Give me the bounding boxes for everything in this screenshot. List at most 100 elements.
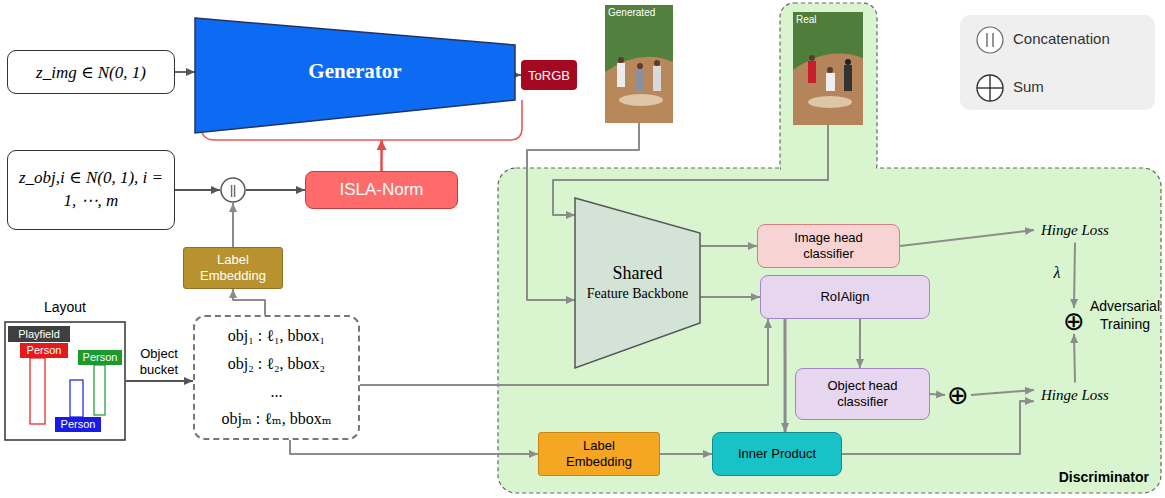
- connector: [290, 440, 538, 454]
- node-text: Inner Product: [738, 446, 816, 462]
- connector: [700, 245, 757, 247]
- node-text: ToRGB: [528, 68, 570, 83]
- generated-image: Generated: [605, 5, 673, 123]
- player: [844, 65, 852, 91]
- inner-product-box: Inner Product: [712, 432, 842, 476]
- generated-photo: [605, 5, 673, 123]
- node-text: ⊕: [947, 382, 969, 408]
- plate-area: [619, 94, 663, 106]
- connector: [930, 394, 945, 395]
- node-text: Discriminator: [1059, 469, 1149, 485]
- connector: [784, 319, 787, 432]
- player: [808, 61, 816, 83]
- hinge-loss-text: Hinge Loss: [1034, 383, 1116, 408]
- player: [826, 73, 835, 91]
- grass: [605, 5, 673, 123]
- node-text: obj₂ : ℓ₂, bbox₂: [228, 355, 325, 373]
- isla-norm-box: ISLA-Norm: [305, 171, 458, 209]
- legend-panel: [960, 15, 1155, 110]
- backbone-trapezoid: SharedFeature Backbone: [575, 198, 700, 368]
- connector: [175, 189, 220, 191]
- node-text: Person: [27, 345, 62, 356]
- object-head-box: Object head classifier: [795, 368, 930, 420]
- player-head: [845, 59, 851, 65]
- node-text: Real: [796, 14, 817, 25]
- sum-symbol: ⊕: [1061, 308, 1087, 334]
- image-head-box: Image head classifier: [757, 224, 900, 268]
- node-text: ⊕: [1063, 308, 1085, 334]
- person-tag: Person: [20, 343, 68, 358]
- discriminator-region: Discriminator SharedFeature Backbone Image…: [498, 168, 1161, 493]
- infield: [605, 57, 673, 123]
- connector: [125, 380, 193, 382]
- connector: [700, 296, 760, 298]
- edge-label: λ: [1048, 264, 1066, 282]
- node-text: Feature Backbone: [587, 285, 688, 303]
- generator-trapezoid: Generator: [195, 18, 515, 140]
- torgb-box: ToRGB: [521, 60, 577, 90]
- node-text: Image head classifier: [781, 230, 876, 263]
- node-text: Hinge Loss: [1041, 222, 1109, 239]
- person-tag: Person: [55, 417, 101, 432]
- player-head: [637, 63, 643, 69]
- node-text: Generator: [308, 59, 401, 84]
- sum-cross: [989, 75, 990, 101]
- real-image: Real: [793, 12, 863, 125]
- person-bbox: [70, 380, 83, 417]
- node-text: Person: [83, 352, 118, 363]
- node-text: Label Embedding: [553, 438, 645, 471]
- grass: [793, 12, 863, 125]
- connector: [1074, 334, 1075, 383]
- concat-circle: ||: [220, 177, 246, 203]
- node-text: Layout: [5, 299, 125, 315]
- shape-fill: [221, 178, 245, 202]
- player-head: [809, 55, 815, 61]
- real-photo: [793, 12, 863, 125]
- legend-box: [960, 15, 1155, 110]
- person-bbox: [30, 358, 45, 424]
- connector: [175, 71, 195, 73]
- object-bucket-box: obj₁ : ℓ₁, bbox₁obj₂ : ℓ₂, bbox₂...objₘ …: [193, 315, 360, 440]
- node-text: z_img ∈ N(0, 1): [36, 62, 146, 83]
- legend-text: Concatenation: [1013, 30, 1110, 47]
- connector: [380, 140, 383, 171]
- hinge-loss-text: Hinge Loss: [1034, 218, 1116, 243]
- connector: [859, 319, 861, 368]
- node-text: ||: [230, 184, 236, 196]
- connector: [360, 319, 768, 385]
- connector: [900, 230, 1034, 246]
- sum-symbol: [977, 75, 1003, 101]
- legend-text: Sum: [1013, 78, 1044, 95]
- node-text: Label Embedding: [192, 252, 274, 285]
- layout-box: LayoutPlayfieldPersonPersonPerson: [5, 322, 125, 440]
- node-text: RoIAlign: [820, 289, 869, 305]
- discriminator-region: [498, 168, 1161, 493]
- edge-label: Object bucket: [127, 346, 191, 378]
- connector: [246, 189, 305, 191]
- label-embedding-box: Label Embedding: [183, 247, 283, 289]
- person-tag: Person: [78, 350, 122, 365]
- node-text: objₘ : ℓₘ, bboxₘ: [222, 410, 332, 428]
- infield: [793, 54, 863, 125]
- node-text: Person: [61, 419, 96, 430]
- roialign-box: RoIAlign: [760, 275, 930, 319]
- layout-frame: [5, 322, 125, 440]
- node-text: ...: [271, 383, 283, 401]
- player: [617, 63, 625, 87]
- player-head: [827, 67, 833, 73]
- connector: [660, 453, 712, 455]
- node-text: Hinge Loss: [1041, 387, 1109, 404]
- connector: [971, 390, 1034, 395]
- connector: [232, 203, 234, 247]
- layout-sketch: [5, 322, 125, 440]
- player-head: [618, 57, 624, 63]
- player-head: [654, 60, 660, 66]
- label-embedding-box: Label Embedding: [538, 432, 660, 476]
- node-text: z_obj,i ∈ N(0, 1), i = 1, ⋯, m: [17, 167, 165, 213]
- node-text: Shared: [613, 263, 663, 285]
- player: [636, 69, 644, 91]
- node-text: ISLA-Norm: [339, 180, 423, 200]
- connector: [553, 125, 828, 215]
- shape-fill: [195, 18, 515, 133]
